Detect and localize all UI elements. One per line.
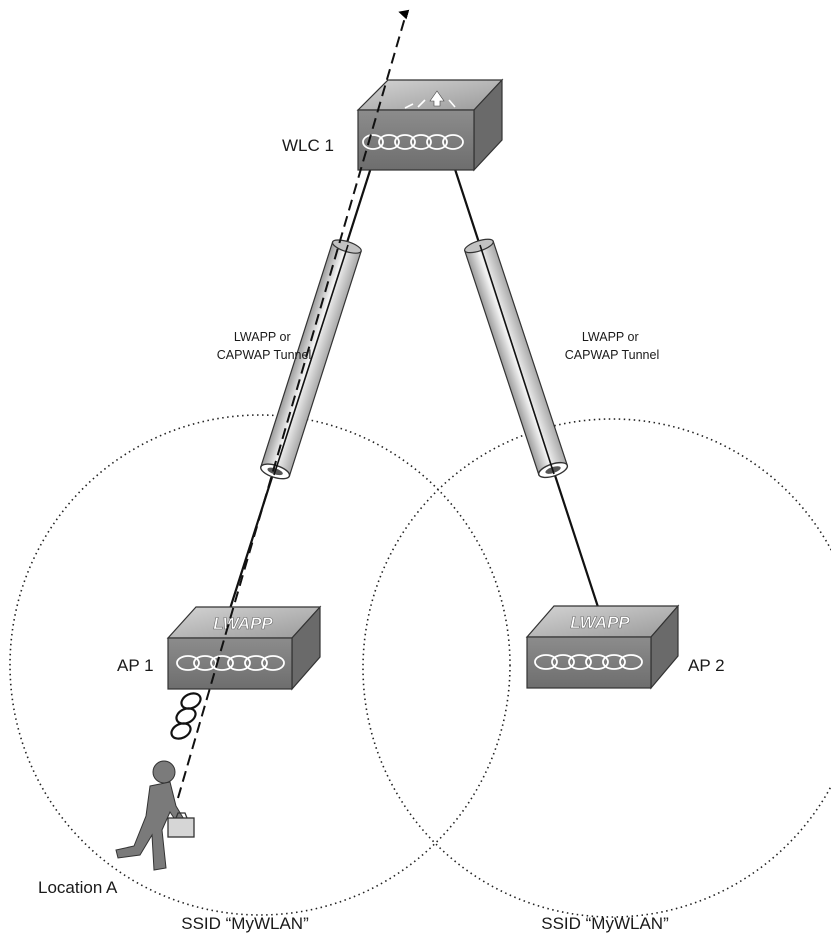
ap1-badge: LWAPP xyxy=(213,614,273,633)
coverage-cell-ap2 xyxy=(362,418,831,918)
ap1-label: AP 1 xyxy=(117,656,154,675)
tunnel-label-right-line1: LWAPP or xyxy=(582,330,639,344)
client-traffic-path xyxy=(177,9,410,799)
ap2-label: AP 2 xyxy=(688,656,725,675)
rf-signal-icon xyxy=(170,692,202,740)
tunnel-label-right: LWAPP or CAPWAP Tunnel xyxy=(565,330,660,362)
wlc-label: WLC 1 xyxy=(282,136,334,155)
tunnel-label-right-line2: CAPWAP Tunnel xyxy=(565,348,660,362)
lightweight-access-point-icon: LWAPP xyxy=(525,604,680,690)
coverage-cell-ap1 xyxy=(9,414,511,916)
tunnel-label-left-line1: LWAPP or xyxy=(234,330,291,344)
wireless-lan-controller-icon xyxy=(356,78,504,172)
ssid-label-left: SSID “MyWLAN” xyxy=(181,914,309,933)
ap2-badge: LWAPP xyxy=(570,613,630,632)
tunnel-inner-line-left xyxy=(273,244,349,476)
tunnel-label-left-line2: CAPWAP Tunnel xyxy=(217,348,312,362)
walking-user-icon xyxy=(115,760,195,871)
lightweight-access-point-icon: LWAPP xyxy=(166,605,322,691)
tunnel-inner-line-right xyxy=(479,244,555,475)
location-label: Location A xyxy=(38,878,118,897)
tunnel-label-left: LWAPP or CAPWAP Tunnel xyxy=(217,330,312,362)
ssid-label-right: SSID “MyWLAN” xyxy=(541,914,669,933)
